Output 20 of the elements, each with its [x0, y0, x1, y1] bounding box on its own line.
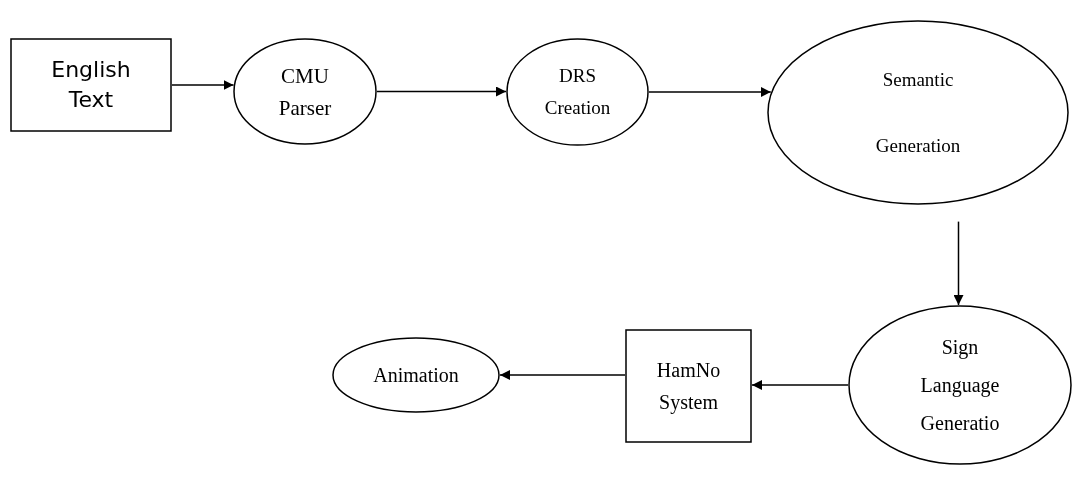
process-box	[625, 329, 752, 443]
process-box	[10, 38, 172, 132]
process-ellipse	[506, 38, 649, 146]
arrow	[751, 380, 849, 390]
process-ellipse	[233, 38, 377, 145]
arrow	[171, 80, 235, 90]
node-label: Sign Language Generatio	[919, 335, 1001, 436]
arrow	[376, 86, 507, 97]
node-label: English Text	[50, 56, 132, 114]
process-ellipse	[767, 20, 1069, 205]
arrow	[953, 220, 964, 306]
node-label: Animation	[372, 363, 460, 388]
process-ellipse	[848, 305, 1072, 465]
node-label: HamNo System	[655, 358, 722, 416]
arrow	[499, 370, 626, 380]
node-label: CMU Parser	[277, 62, 333, 122]
node-label: DRS Creation	[543, 64, 612, 120]
node-label: Semantic Generation	[874, 67, 962, 158]
process-ellipse	[332, 337, 500, 413]
arrow	[648, 87, 772, 97]
